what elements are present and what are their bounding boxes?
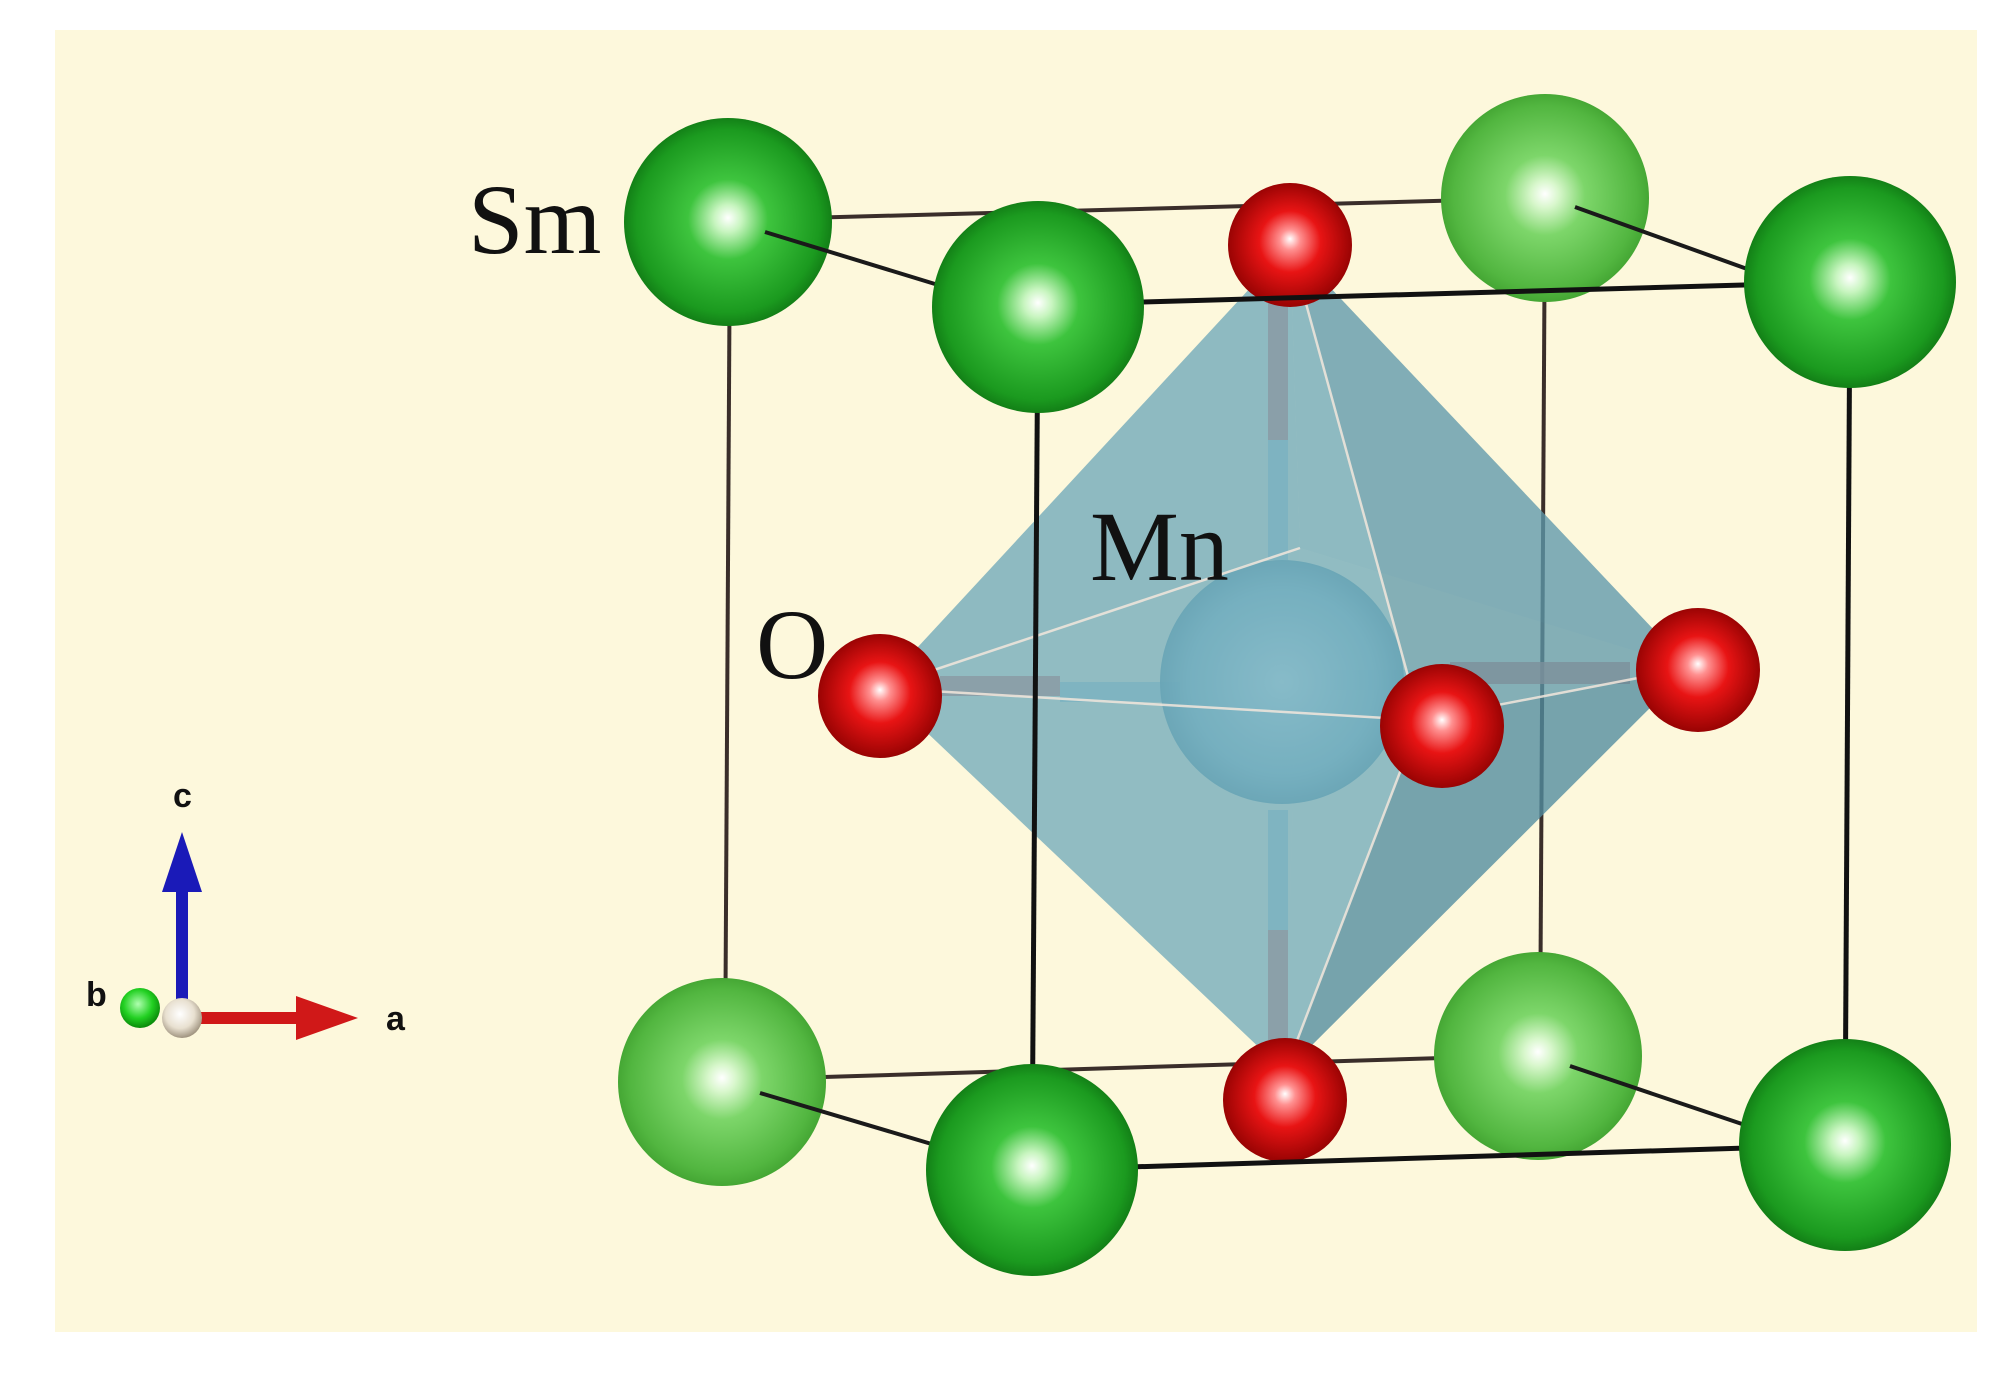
o-atom-left	[818, 634, 942, 758]
mno6-octahedron	[879, 244, 1691, 1073]
axis-label-a: a	[386, 1000, 406, 1038]
axis-origin-marker	[162, 998, 202, 1038]
axis-label-b: b	[86, 976, 107, 1014]
sm-atom-front-top-right	[1744, 176, 1956, 388]
axis-b-marker	[120, 988, 160, 1028]
axis-label-c: c	[173, 777, 192, 815]
label-mn: Mn	[1090, 491, 1229, 602]
o-atom-top	[1228, 183, 1352, 307]
o-atom-back-right	[1636, 608, 1760, 732]
sm-atom-front-top-left	[932, 201, 1144, 413]
sm-atom-back-top-left	[624, 118, 832, 326]
axis-triad: c b a	[86, 777, 406, 1040]
axis-a	[196, 996, 358, 1040]
sm-atom-front-bottom-right	[1739, 1039, 1951, 1251]
label-o: O	[756, 589, 828, 700]
label-sm: Sm	[468, 164, 601, 275]
cell-depth-edges	[759, 205, 1751, 1147]
sm-atom-front-bottom-left	[926, 1064, 1138, 1276]
axis-c	[162, 832, 202, 1008]
sm-atom-back-bottom-left	[618, 978, 826, 1186]
sm-atom-back-top-right	[1441, 94, 1649, 302]
cell-front-edges	[1029, 279, 1853, 1173]
o-atom-bottom	[1223, 1038, 1347, 1162]
o-atom-front-right	[1380, 664, 1504, 788]
sm-atom-back-bottom-right	[1434, 952, 1642, 1160]
